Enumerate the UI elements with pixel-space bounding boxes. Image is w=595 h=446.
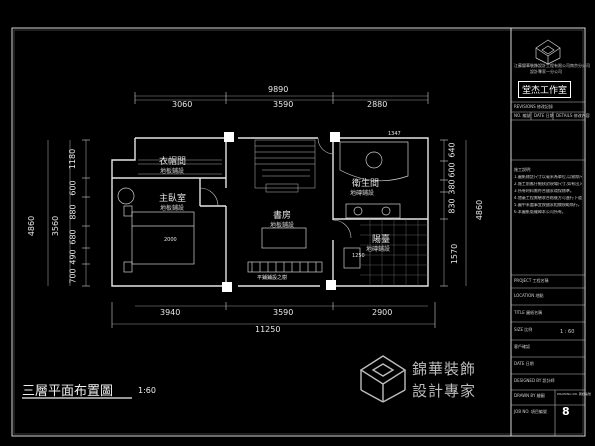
dim-bottom-seg-2: 3590 bbox=[273, 308, 294, 317]
titleblock-lines bbox=[511, 101, 585, 436]
room-wardrobe-floor: 地板鋪設 bbox=[160, 168, 185, 175]
tb-rev-date: DATE 日期 bbox=[534, 113, 554, 118]
tb-logo-text: 堂杰工作室 bbox=[518, 81, 572, 98]
tb-note-line: 5.圖中未盡事宜按國家相關規範執行。 bbox=[514, 203, 582, 207]
tb-field-project: PROJECT 工程名稱 bbox=[514, 278, 549, 283]
tb-notes: 施工說明: 1.圖紙標註尺寸以毫米為單位,以實際尺寸為準。 2.施工前應仔細核對… bbox=[514, 168, 582, 217]
wardrobe-hatch bbox=[138, 159, 222, 175]
dim-bottom-total: 11250 bbox=[255, 325, 281, 334]
watermark-logo-icon bbox=[359, 355, 407, 403]
dim-left-seg-5: 490 bbox=[68, 249, 78, 265]
room-wardrobe-name: 衣帽間 bbox=[159, 157, 187, 167]
plan-title: 三層平面布置圖 bbox=[22, 384, 114, 399]
room-master-bedroom-name: 主臥室 bbox=[159, 194, 187, 204]
tb-field-client: 客戶確認 bbox=[514, 344, 530, 349]
tb-company-line2: 設計專家一分公司 bbox=[530, 69, 562, 74]
watermark-text-line1: 錦華裝飾 bbox=[412, 360, 477, 378]
tb-company-line1: 江蘇錦華裝飾設計工程有限公司南京分公司 bbox=[514, 63, 590, 68]
tb-revisions-label: REVISIONS 修改記錄 bbox=[514, 104, 553, 109]
logo-cube-icon bbox=[535, 39, 561, 65]
desk-furniture bbox=[247, 227, 323, 273]
walls bbox=[111, 137, 429, 287]
dim-left-seg-3: 880 bbox=[68, 204, 78, 220]
tb-rev-detail: DETAILS 修改內容 bbox=[556, 113, 590, 118]
dim-misc-3: 2000 bbox=[164, 237, 177, 243]
dim-left-seg-1: 1180 bbox=[68, 148, 78, 170]
inner-frame bbox=[13, 29, 584, 435]
structural-columns bbox=[222, 132, 340, 292]
door-swings bbox=[199, 137, 352, 239]
tb-field-drawn: DRAWN BY 繪圖 bbox=[514, 393, 545, 398]
dim-left-mid: 3560 bbox=[51, 215, 61, 237]
tb-field-date: DATE 日期 bbox=[514, 361, 534, 366]
tb-note-line: 3.所有材料需符合國家環保標準。 bbox=[514, 189, 574, 193]
dim-top-seg-2: 3590 bbox=[273, 100, 294, 109]
room-master-bedroom-floor: 地板鋪設 bbox=[160, 205, 185, 212]
dim-misc-2: 1250 bbox=[352, 253, 365, 259]
tb-field-location: LOCATION 地點 bbox=[514, 293, 544, 298]
dim-right-seg-4: 830 bbox=[447, 198, 457, 214]
dim-right-seg-3: 380 bbox=[447, 179, 457, 195]
dim-left-seg-4: 680 bbox=[68, 229, 78, 245]
tb-field-title: TITLE 圖紙名稱 bbox=[514, 310, 543, 315]
tb-note-line: 1.圖紙標註尺寸以毫米為單位,以實際尺寸為準。 bbox=[514, 175, 582, 179]
room-bathroom-name: 衛生間 bbox=[352, 179, 380, 189]
dim-top-seg-1: 3060 bbox=[172, 100, 193, 109]
tb-field-designer: DESIGNED BY 設計師 bbox=[514, 378, 555, 383]
plan-note: 平鋪鋪設之樹 bbox=[257, 275, 288, 281]
tb-field-size: SIZE 比例 bbox=[514, 327, 533, 332]
room-bathroom-floor: 地磚鋪設 bbox=[350, 190, 375, 197]
room-balcony-name: 陽臺 bbox=[372, 235, 391, 245]
outer-frame bbox=[11, 27, 586, 437]
room-balcony-floor: 地磚鋪設 bbox=[366, 246, 391, 253]
dim-bottom-seg-3: 2900 bbox=[372, 308, 393, 317]
dim-bottom-seg-1: 3940 bbox=[160, 308, 181, 317]
armchair bbox=[117, 187, 135, 205]
room-study-floor: 地板鋪設 bbox=[270, 222, 295, 229]
dim-left-total: 4860 bbox=[27, 215, 37, 237]
dim-top-total: 9890 bbox=[268, 85, 289, 94]
dim-right-seg-5: 1570 bbox=[450, 243, 460, 265]
stair-lines bbox=[254, 139, 316, 193]
tb-field-job: JOB NO. 項目編號 bbox=[514, 409, 547, 414]
plan-scale: 1:60 bbox=[138, 386, 156, 395]
tb-rev-no: NO. 編號 bbox=[514, 113, 531, 118]
dim-top-seg-3: 2880 bbox=[367, 100, 388, 109]
tb-note-line: 2.施工前應仔細核對現場尺寸,如有出入及時通知設計師。 bbox=[514, 182, 582, 186]
room-study-name: 書房 bbox=[273, 211, 292, 221]
tb-field-size-value: 1 : 60 bbox=[560, 329, 575, 335]
tb-note-line: 6.本圖紙版權歸本公司所有。 bbox=[514, 210, 566, 214]
dim-left-seg-2: 600 bbox=[68, 180, 78, 196]
watermark-text-line2: 設計專家 bbox=[412, 382, 477, 400]
tb-drawing-no-label: DRAWING NO. 圖紙編號 bbox=[557, 392, 591, 396]
tb-note-line: 4.隱蔽工程需驗收合格後方可進行下道工序。 bbox=[514, 196, 582, 200]
tb-note-line: 施工說明: bbox=[514, 167, 532, 172]
bathroom-fixtures bbox=[339, 141, 409, 269]
dim-right-seg-1: 640 bbox=[447, 142, 457, 158]
dimension-lines bbox=[47, 92, 467, 328]
dim-left-seg-6: 700 bbox=[68, 268, 78, 284]
balcony-tile-grid bbox=[360, 219, 428, 286]
dim-misc-1: 1347 bbox=[388, 131, 401, 137]
sheet-number: 8 bbox=[562, 405, 570, 418]
dim-right-total: 4860 bbox=[475, 199, 485, 221]
dim-right-seg-2: 600 bbox=[447, 162, 457, 178]
bed-furniture bbox=[123, 205, 195, 273]
